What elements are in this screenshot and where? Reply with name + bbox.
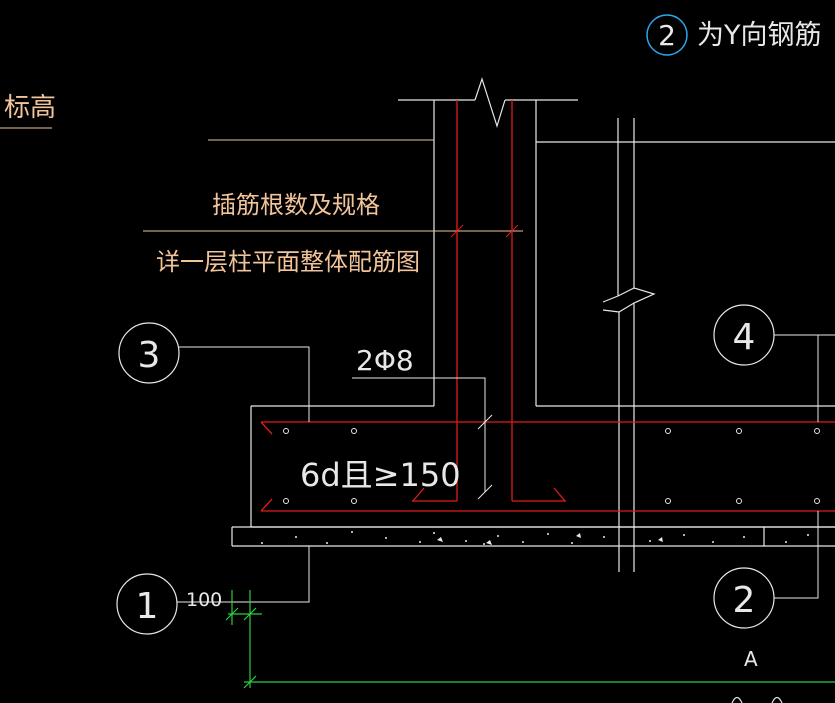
y-direction-note: 2 为Y向钢筋 (646, 14, 822, 56)
footing-rebar-dots (283, 428, 820, 504)
y-direction-note-text: 为Y向钢筋 (697, 20, 822, 51)
column-rebars (412, 100, 566, 502)
callout-1: 1 (116, 546, 310, 635)
elevation-label: 标高 (4, 93, 56, 123)
callout-4-number: 4 (733, 317, 756, 358)
callout-1-number: 1 (136, 586, 159, 627)
column-outline (398, 77, 835, 407)
stirrup-ticks (477, 414, 493, 500)
callout-3-number: 3 (138, 335, 161, 376)
dimension-100: 100 (186, 589, 222, 611)
dowel-spec-line1: 插筋根数及规格 (212, 191, 380, 219)
anchor-length-label: 6d且≥150 (300, 456, 461, 494)
callout-3: 3 (118, 322, 310, 422)
grid-label-a: A (744, 647, 758, 671)
stirrup-spec: 2Φ8 (356, 344, 414, 377)
cushion-layer (231, 526, 835, 547)
y-direction-note-number: 2 (658, 19, 676, 52)
callout-4: 4 (713, 304, 835, 422)
callout-2: 2 (713, 511, 819, 629)
callout-2-number: 2 (733, 580, 756, 621)
break-line (602, 118, 656, 572)
dimension-lines (225, 590, 835, 689)
cushion-hatch (261, 531, 809, 545)
footing-rebars (260, 421, 835, 512)
dowel-ticks (450, 224, 519, 238)
stirrup-leader (352, 377, 486, 492)
bottom-cut-marks (731, 696, 783, 703)
dowel-spec-line2: 详一层柱平面整体配筋图 (156, 248, 420, 276)
dowel-note-leaders (143, 139, 523, 232)
